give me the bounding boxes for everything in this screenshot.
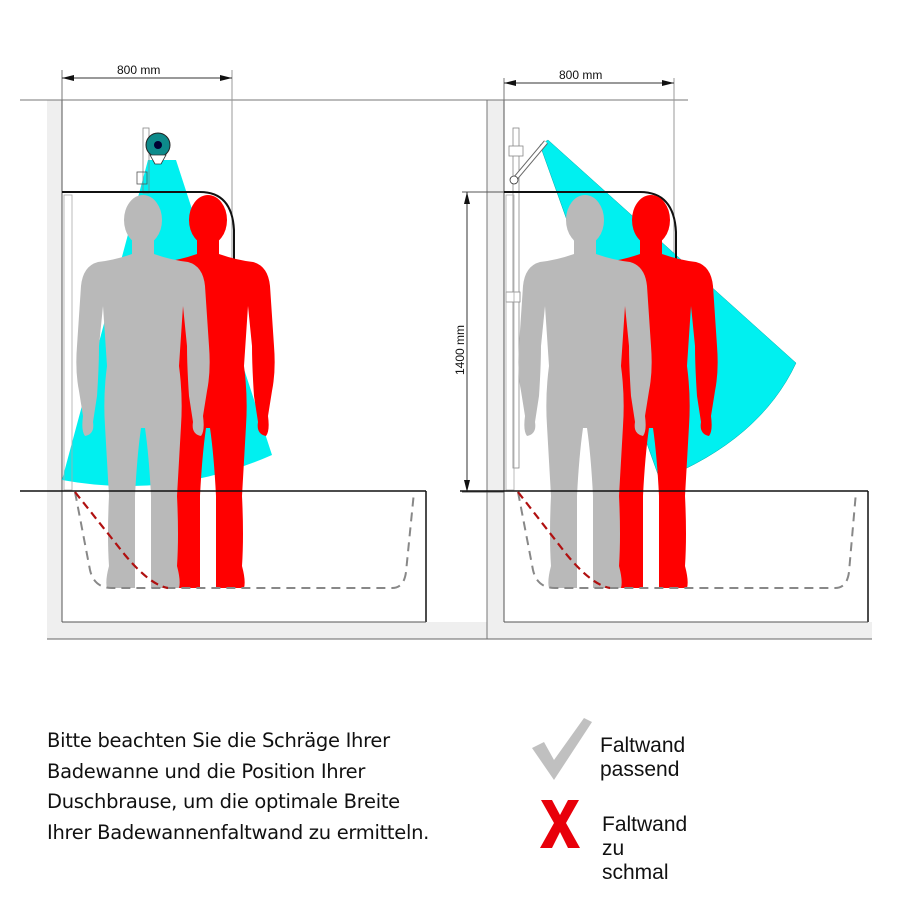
left-shower-head-icon: [136, 127, 171, 194]
right-hand-shower-icon: [505, 127, 548, 469]
left-folding-screen-outline: [62, 191, 235, 492]
right-width-label: 800 mm: [559, 68, 602, 82]
left-bathtub: [20, 490, 427, 623]
right-scenario: 800 mm 1400 mm: [453, 68, 872, 640]
right-bathtub: [460, 490, 869, 623]
bathtub-folding-screen-diagram: 800 mm: [20, 63, 872, 640]
right-floor: [487, 622, 872, 639]
left-floor: [47, 622, 487, 639]
legend-item-fits: Faltwand passend: [530, 716, 685, 782]
instruction-note: Bitte beachten Sie die Schräge Ihrer Bad…: [47, 726, 517, 848]
legend-label-fits: Faltwand passend: [600, 734, 686, 781]
right-height-label: 1400 mm: [453, 325, 467, 375]
right-height-dimension: 1400 mm: [453, 191, 504, 493]
legend-label-too-narrow: Faltwand zu schmal: [602, 813, 688, 884]
right-wall: [487, 100, 504, 622]
right-folding-screen-outline: [504, 191, 677, 492]
note-line: Ihrer Badewannenfaltwand zu ermitteln.: [47, 820, 430, 844]
note-line: Bitte beachten Sie die Schräge Ihrer: [47, 729, 390, 752]
left-wall: [47, 100, 62, 622]
checkmark-icon: [532, 718, 592, 780]
note-line: Duschbrause, um die optimale Breite: [47, 790, 400, 813]
note-line: Badewanne und die Position Ihrer: [47, 759, 366, 783]
left-width-label: 800 mm: [117, 63, 160, 77]
x-mark-icon: [540, 800, 580, 848]
left-scenario: 800 mm: [20, 63, 487, 640]
legend-item-too-narrow: Faltwand zu schmal: [540, 800, 687, 884]
